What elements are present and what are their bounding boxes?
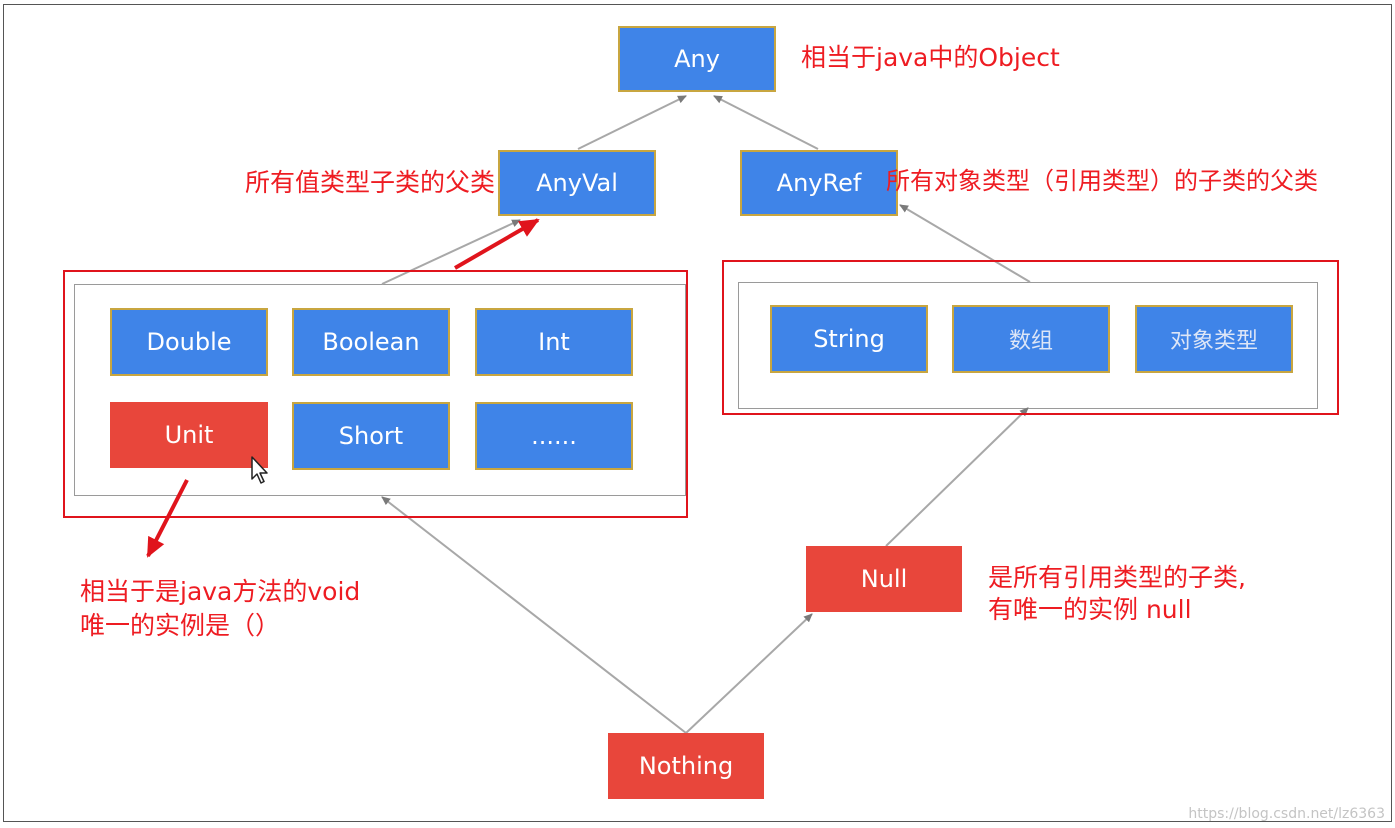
note-unit-line2: 唯一的实例是（）: [80, 611, 281, 640]
edge-nothing-valuegroup: [381, 496, 687, 734]
edge-anyval-any: [577, 95, 687, 150]
note-null-line1: 是所有引用类型的子类,: [988, 563, 1246, 592]
note-null-line2: 有唯一的实例 null: [988, 595, 1192, 624]
edge-null-refgroup: [885, 407, 1029, 547]
node-nothing: Nothing: [608, 733, 764, 799]
red-arrow-to-anyval: [453, 218, 540, 270]
red-arrow-unit-note: [146, 479, 189, 558]
edge-nothing-null: [685, 613, 813, 734]
node-anyval: AnyVal: [498, 150, 656, 216]
edge-refgroup-anyref: [899, 204, 1031, 283]
node-anyref: AnyRef: [740, 150, 898, 216]
node-boolean: Boolean: [292, 308, 450, 376]
node-unit: Unit: [110, 402, 268, 468]
watermark: https://blog.csdn.net/lz6363: [1188, 806, 1385, 822]
node-any: Any: [618, 26, 776, 92]
node-null: Null: [806, 546, 962, 612]
note-anyref: 所有对象类型（引用类型）的子类的父类: [886, 167, 1318, 195]
note-unit-line1: 相当于是java方法的void: [80, 577, 361, 606]
node-string: String: [770, 305, 928, 373]
node-object-type: 对象类型: [1135, 305, 1293, 373]
reference-types-highlight: [722, 260, 1339, 415]
node-double: Double: [110, 308, 268, 376]
node-short: Short: [292, 402, 450, 470]
mouse-pointer-icon: [251, 456, 268, 484]
node-ellipsis: ......: [475, 402, 633, 470]
edge-valuegroup-anyval: [381, 219, 521, 285]
note-anyval: 所有值类型子类的父类: [245, 168, 496, 197]
edge-anyref-any: [713, 95, 819, 150]
node-array: 数组: [952, 305, 1110, 373]
note-any: 相当于java中的Object: [801, 43, 1060, 72]
node-int: Int: [475, 308, 633, 376]
value-types-highlight: [63, 270, 688, 518]
